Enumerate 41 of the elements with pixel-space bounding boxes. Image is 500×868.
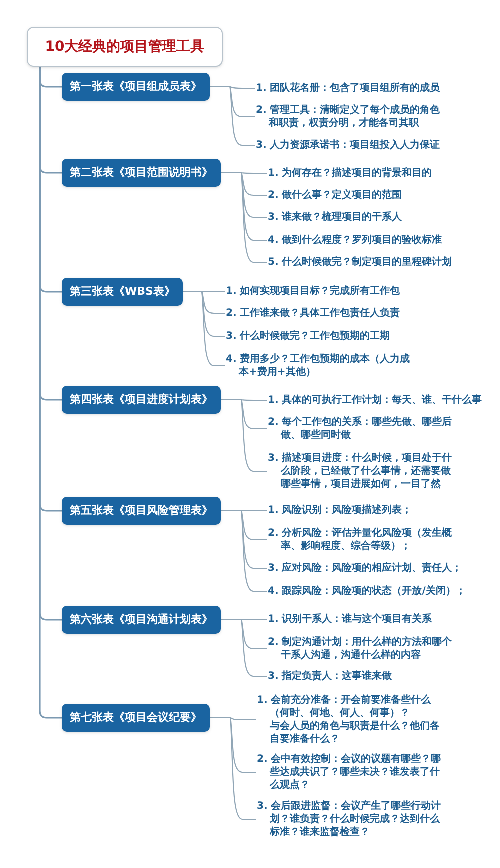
subtopic-text: 3. 应对风险：风险项的相应计划、责任人； xyxy=(268,562,476,575)
connector-line xyxy=(221,172,267,264)
subtopic-text: 2. 分析风险：评估并量化风险项（发生概率、影响程度、综合等级）； xyxy=(268,527,456,553)
connector-line xyxy=(210,717,256,820)
subtopic-text: 3. 会后跟进监督：会议产生了哪些行动计划？谁负责？什么时候完成？达到什么标准？谁来监督检查？ xyxy=(257,800,445,839)
subtopic-text: 3. 什么时候做完？工作包预期的工期 xyxy=(226,330,414,343)
subtopic-text: 4. 做到什么程度？罗列项目的验收标准 xyxy=(268,234,468,247)
connector-line xyxy=(183,291,225,367)
connector-line xyxy=(221,510,267,592)
subtopic-text: 1. 如何实现项目目标？完成所有工作包 xyxy=(226,285,414,298)
topic-box: 第五张表《项目风险管理表》 xyxy=(62,497,221,525)
topic-box: 第三张表《WBS表》 xyxy=(62,278,184,306)
subtopic-text: 2. 制定沟通计划：用什么样的方法和哪个干系人沟通，沟通什么样的内容 xyxy=(268,636,456,662)
topic-box: 第一张表《项目组成员表》 xyxy=(62,73,210,101)
subtopic-text: 4. 费用多少？工作包预期的成本（人力成本+费用+其他） xyxy=(226,353,414,379)
subtopic-text: 3. 谁来做？梳理项目的干系人 xyxy=(268,211,468,224)
subtopic-text: 2. 管理工具：清晰定义了每个成员的角色和职责，权责分明，才能各司其职 xyxy=(256,104,444,130)
subtopic-text: 4. 跟踪风险：风险项的状态（开放/关闭）； xyxy=(268,585,476,598)
subtopic-text: 1. 风险识别：风险项描述列表； xyxy=(268,504,456,517)
connector-line xyxy=(210,86,255,146)
subtopic-text: 1. 为何存在？描述项目的背景和目的 xyxy=(268,167,468,180)
subtopic-text: 3. 指定负责人：这事谁来做 xyxy=(268,670,456,683)
subtopic-text: 5. 什么时候做完？制定项目的里程碑计划 xyxy=(268,256,468,269)
subtopic-text: 2. 做什么事？定义项目的范围 xyxy=(268,189,468,202)
topic-box: 第六张表《项目沟通计划表》 xyxy=(62,606,221,634)
subtopic-text: 2. 工作谁来做？具体工作包责任人负责 xyxy=(226,307,414,320)
connector-line xyxy=(221,399,267,472)
subtopic-text: 1. 会前充分准备：开会前要准备些什么（何时、何地、何人、何事）？ xyxy=(257,694,432,720)
subtopic-text: 2. 每个工作包的关系：哪些先做、哪些后做、哪些同时做 xyxy=(268,416,456,442)
connector-line xyxy=(221,619,267,678)
root-topic-box: 10大经典的项目管理工具 xyxy=(27,27,223,67)
subtopic-text: 1. 识别干系人：谁与这个项目有关系 xyxy=(268,613,456,626)
subtopic-text: 1. 具体的可执行工作计划：每天、谁、干什么事 xyxy=(268,394,486,407)
subtopic-text: 3. 描述项目进度：什么时候，项目处于什么阶段，已经做了什么事情，还需要做哪些事情，项目进展如何，一目了然 xyxy=(268,452,456,491)
subtopic-text: 与会人员的角色与职责是什么？他们各自要准备什么？ xyxy=(269,720,441,746)
topic-box: 第四张表《项目进度计划表》 xyxy=(62,386,221,414)
topic-box: 第七张表《项目会议纪要》 xyxy=(62,704,210,732)
topic-box: 第二张表《项目范围说明书》 xyxy=(62,159,221,187)
subtopic-text: 1. 团队花名册：包含了项目组所有的成员 xyxy=(256,82,444,95)
subtopic-text: 3. 人力资源承诺书：项目组投入人力保证 xyxy=(256,139,444,152)
subtopic-text: 2. 会中有效控制：会议的议题有哪些？哪些达成共识了？哪些未决？谁发表了什么观点？ xyxy=(257,753,445,792)
